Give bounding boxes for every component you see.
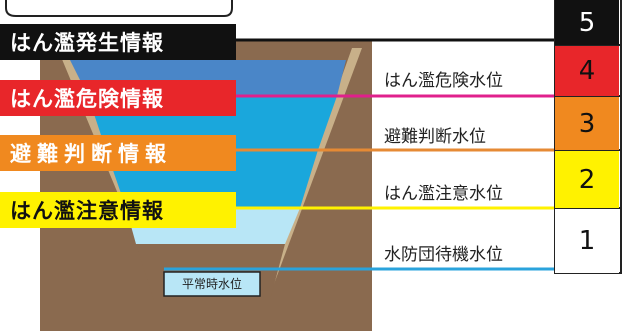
level-cell-5: 5 bbox=[555, 0, 619, 45]
level-number-2: 2 bbox=[578, 164, 596, 195]
frame-corner bbox=[5, 0, 233, 17]
water-level-label-judgment: 避難判断水位 bbox=[384, 127, 486, 147]
level-number-1: 1 bbox=[578, 226, 596, 256]
water-level-label-caution: はん濫注意水位 bbox=[384, 184, 503, 204]
level-cell-2: 2 bbox=[555, 151, 619, 208]
level-number-4: 4 bbox=[578, 56, 596, 86]
level-number-5: 5 bbox=[578, 7, 596, 38]
water-level-label-standby: 水防団待機水位 bbox=[384, 245, 503, 265]
normal-water-level-label: 平常時水位 bbox=[181, 276, 242, 291]
bulletin-evacuation-judgment: 避難判断情報 bbox=[0, 135, 236, 171]
level-number-3: 3 bbox=[578, 108, 596, 139]
bulletin-flood-danger: はん濫危険情報 bbox=[0, 80, 236, 116]
normal-level-box bbox=[163, 271, 261, 297]
level-cell-3: 3 bbox=[555, 97, 619, 150]
level-cell-4: 4 bbox=[555, 46, 619, 96]
water-level-label-danger: はん濫危険水位 bbox=[384, 71, 503, 91]
level-cell-1: 1 bbox=[555, 209, 619, 273]
bulletin-flood-occurrence: はん濫発生情報 bbox=[0, 24, 236, 60]
bulletin-flood-caution: はん濫注意情報 bbox=[0, 192, 236, 228]
